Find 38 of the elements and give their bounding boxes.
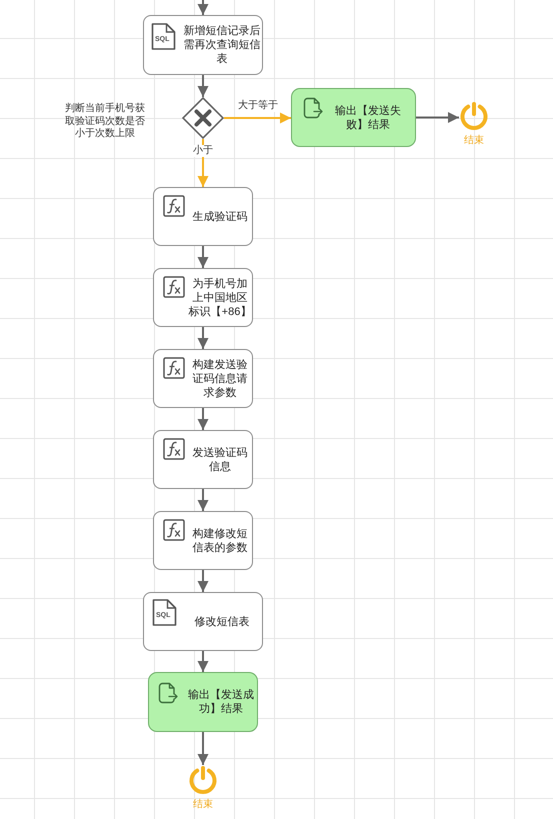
output-box: [291, 88, 416, 147]
edge-label: 小于: [191, 145, 215, 157]
output-box: [148, 672, 258, 732]
arrow: [198, 651, 208, 672]
gateway-diamond: [182, 97, 224, 139]
arrow: [198, 246, 208, 268]
node-text: 生成验证码: [192, 210, 248, 224]
arrow: [198, 732, 208, 765]
arrow: [198, 570, 208, 592]
node-caption: 结束: [464, 135, 484, 147]
node-text: 构建发送验证码信息请求参数: [192, 358, 248, 400]
task-box: [153, 268, 253, 327]
node-text: 修改短信表: [194, 614, 250, 628]
arrow: [198, 489, 208, 511]
task-box: [153, 187, 253, 246]
task-box: [153, 511, 253, 570]
arrow: [198, 0, 208, 15]
node-text: 新增短信记录后需再次查询短信表: [182, 24, 262, 66]
arrow: [224, 112, 291, 124]
task-box: [143, 592, 263, 651]
arrow: [198, 408, 208, 430]
arrow: [198, 327, 208, 349]
arrow: [198, 139, 208, 187]
edge-label: 大于等于: [236, 100, 280, 112]
end-power-icon: [188, 765, 218, 795]
task-box: [153, 430, 253, 489]
task-box: [143, 15, 263, 75]
node-caption: 结束: [193, 799, 213, 811]
node-text: 输出【发送成功】结果: [187, 688, 255, 716]
node-text: 构建修改短信表的参数: [192, 526, 248, 554]
arrow: [416, 112, 459, 123]
arrow: [198, 75, 208, 97]
annotation-text: 判断当前手机号获取验证码次数是否小于次数上限: [64, 103, 146, 140]
node-text: 输出【发送失败】结果: [334, 104, 402, 132]
end-power-icon: [459, 101, 489, 131]
node-text: 发送验证码信息: [192, 446, 248, 474]
node-text: 为手机号加上中国地区标识【+86】: [188, 276, 252, 318]
task-box: [153, 349, 253, 408]
